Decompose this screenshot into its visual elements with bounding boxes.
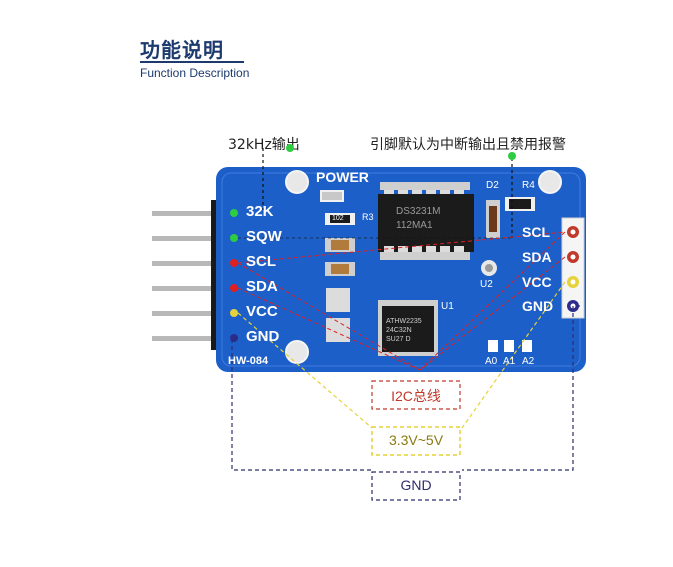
model-silkscreen: HW-084 — [228, 355, 269, 367]
i2c-legend-box — [371, 380, 461, 410]
right-pin-label: VCC — [522, 274, 552, 290]
left-pin-label: VCC — [246, 303, 278, 320]
ref-d2: D2 — [486, 180, 499, 191]
left-pin-label: SQW — [246, 228, 282, 245]
left-pin-label: SCL — [246, 253, 276, 270]
page-subtitle: Function Description — [140, 66, 250, 80]
ref-u1: U1 — [441, 301, 454, 312]
gnd-legend-label: GND — [400, 477, 432, 493]
resistor-code: 102 — [332, 215, 344, 222]
i2c-legend-label: I2C总线 — [391, 388, 441, 404]
eeprom-marking: ATHW2235 — [386, 318, 422, 325]
header-pins — [152, 200, 227, 350]
power-legend-box — [371, 426, 461, 456]
page-title: 功能说明 — [140, 38, 224, 62]
left-pin-label: 32K — [246, 203, 274, 220]
right-pin-label: GND — [522, 298, 554, 314]
ref-r3: R3 — [362, 212, 374, 222]
main-ic-marking: 112MA1 — [396, 220, 433, 231]
ref-r4: R4 — [522, 180, 535, 191]
title-underline — [140, 61, 244, 63]
addr-pad-label: A1 — [503, 356, 516, 367]
right-pin-label: SDA — [522, 249, 552, 265]
eeprom-marking: SU27 D — [386, 336, 411, 343]
ref-u2: U2 — [480, 279, 493, 290]
alarm-callout: 引脚默认为中断输出且禁用报警 — [370, 137, 566, 153]
addr-pad-label: A0 — [485, 356, 498, 367]
clk-output-callout: 32kHz输出 — [228, 137, 300, 153]
gnd-legend-box — [371, 471, 461, 501]
addr-pad-label: A2 — [522, 356, 535, 367]
power-silkscreen: POWER — [316, 169, 369, 185]
ds3231-chip — [378, 182, 474, 260]
right-pin-label: SCL — [522, 224, 550, 240]
eeprom-chip — [378, 300, 438, 356]
eeprom-marking: 24C32N — [386, 327, 412, 334]
left-pin-label: SDA — [246, 278, 278, 295]
main-ic-marking: DS3231M — [396, 206, 441, 217]
power-legend-label: 3.3V~5V — [388, 432, 444, 448]
left-pin-label: GND — [246, 328, 280, 345]
